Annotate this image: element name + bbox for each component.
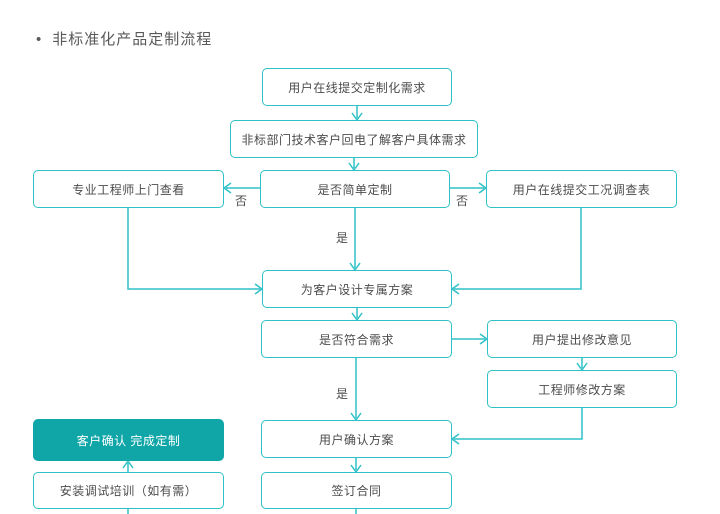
node-submit-request: 用户在线提交定制化需求: [262, 68, 452, 106]
node-install-training: 安装调试培训（如有需）: [33, 472, 224, 509]
node-engineer-modify: 工程师修改方案: [487, 370, 677, 408]
edge-engineer-design: [127, 208, 264, 295]
node-sign-contract: 签订合同: [261, 472, 452, 509]
edge-label-no-left: 否: [234, 194, 247, 208]
node-confirm-complete: 客户确认 完成定制: [33, 419, 224, 461]
page-title-text: 非标准化产品定制流程: [52, 31, 213, 48]
edge-design-meetreq: [351, 308, 363, 322]
node-meet-requirements: 是否符合需求: [261, 320, 452, 358]
edge-label-yes-confirm: 是: [335, 387, 348, 401]
node-user-feedback: 用户提出修改意见: [487, 320, 677, 358]
node-survey-form: 用户在线提交工况调查表: [486, 170, 677, 208]
page-title: • 非标准化产品定制流程: [36, 28, 212, 49]
edge-meetreq-userconfirm: [350, 358, 362, 422]
edge-label-no-right: 否: [455, 194, 468, 208]
node-simple-custom: 是否简单定制: [260, 170, 450, 208]
edge-userconfirm-contract: [350, 458, 362, 474]
edge-submit-callback: [351, 106, 363, 122]
edge-feedback-modify: [576, 358, 588, 372]
edge-survey-design: [450, 208, 582, 295]
edge-label-yes-design: 是: [335, 231, 348, 245]
node-design-plan: 为客户设计专属方案: [262, 270, 452, 308]
node-engineer-visit: 专业工程师上门查看: [33, 170, 224, 208]
node-callback: 非标部门技术客户回电了解客户具体需求: [230, 120, 478, 158]
edge-modify-userconfirm: [450, 408, 583, 445]
title-bullet-icon: •: [36, 31, 43, 48]
edge-simple-design: [349, 208, 361, 272]
edge-install-confirm: [122, 459, 134, 472]
edge-callback-simple: [348, 157, 360, 172]
node-user-confirm: 用户确认方案: [261, 420, 452, 458]
edge-meetreq-feedback: [452, 333, 489, 345]
